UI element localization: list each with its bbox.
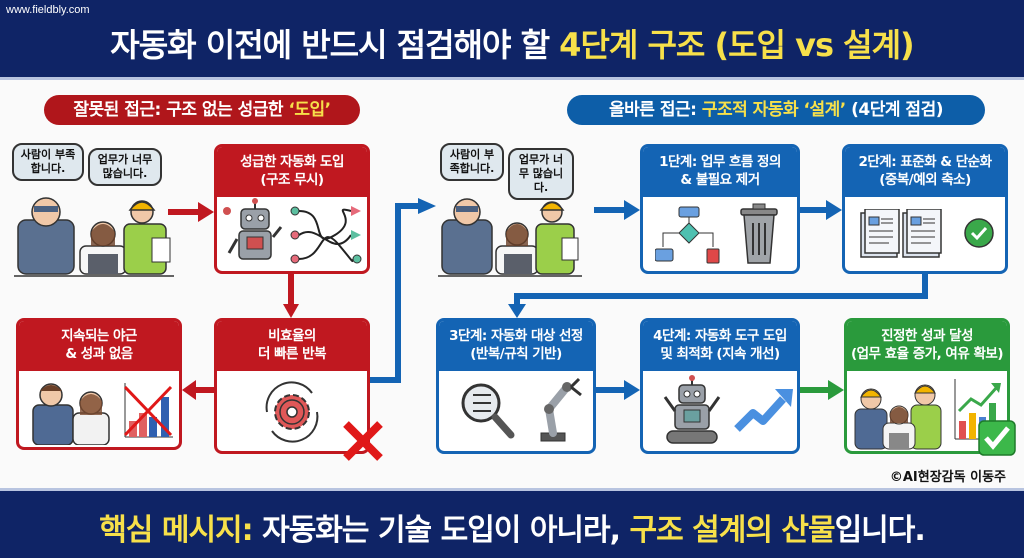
- arrow-down-red: [283, 274, 299, 318]
- trend-up-arrow-icon: [734, 389, 793, 432]
- card-subtitle: & 불필요 제거: [680, 172, 760, 188]
- happy-workers-icon: [854, 384, 942, 450]
- card-title: 진정한 성과 달성: [881, 328, 973, 344]
- robot-icon: [223, 198, 283, 260]
- card-title: 2단계: 표준화 & 단순화: [858, 154, 992, 170]
- author-credit: ©AI현장감독 이동주: [889, 470, 1006, 485]
- card-header: 1단계: 업무 흐름 정의 & 불필요 제거: [643, 147, 797, 197]
- connector-arrow-blue: [370, 198, 436, 383]
- card-header: 지속되는 야근 & 성과 없음: [19, 321, 179, 371]
- arrow-left-red: [182, 380, 216, 400]
- arrow-right-green: [800, 380, 844, 400]
- card-subtitle: (반복/규칙 기반): [470, 346, 562, 362]
- trash-icon: [740, 203, 778, 264]
- card-subtitle: 더 빠른 반복: [258, 346, 327, 362]
- key-message-highlight: 구조 설계의 산물: [629, 513, 835, 548]
- wrong-approach-label: 잘못된 접근: 구조 없는 성급한 ‘도입’: [44, 95, 360, 125]
- crossed-chart-icon: [123, 383, 173, 438]
- card-step-4: 4단계: 자동화 도구 도입 및 최적화 (지속 개선): [640, 318, 800, 454]
- right-label-suffix: (4단계 점검): [845, 100, 943, 120]
- right-approach-label: 올바른 접근: 구조적 자동화 ‘설계’ (4단계 점검): [567, 95, 985, 125]
- card-title: 3단계: 자동화 대상 선정: [449, 328, 583, 344]
- stressed-workers-icon: [32, 383, 110, 446]
- site-url: www.fieldbly.com: [6, 4, 90, 16]
- title-highlight: 4단계 구조 (도입 vs 설계): [559, 26, 915, 64]
- stressed-workers-icon: [14, 197, 174, 277]
- check-circle-icon: [964, 218, 994, 248]
- magnifier-checklist-icon: [461, 383, 515, 439]
- card-faster-inefficiency: 비효율의 더 빠른 반복: [214, 318, 370, 454]
- key-message: 핵심 메시지: 자동화는 기술 도입이 아니라, 구조 설계의 산물입니다.: [0, 505, 1024, 549]
- card-step-1: 1단계: 업무 흐름 정의 & 불필요 제거: [640, 144, 800, 274]
- robot-icon: [663, 375, 721, 444]
- card-header: 2단계: 표준화 & 단순화 (중복/예외 축소): [845, 147, 1005, 197]
- gear-cycle-icon: [265, 381, 319, 443]
- card-title: 비효율의: [268, 328, 316, 344]
- card-subtitle: (구조 무시): [260, 172, 324, 188]
- card-hasty-automation: 성급한 자동화 도입 (구조 무시): [214, 144, 370, 274]
- x-mark-icon: [343, 421, 383, 461]
- card-header: 성급한 자동화 도입 (구조 무시): [217, 147, 367, 197]
- card-ongoing-overtime: 지속되는 야근 & 성과 없음: [16, 318, 182, 450]
- title-main: 자동화 이전에 반드시 점검해야 할: [110, 26, 560, 64]
- arrow-right-blue: [594, 200, 640, 220]
- footer-banner: 핵심 메시지: 자동화는 기술 도입이 아니라, 구조 설계의 산물입니다.: [0, 488, 1024, 558]
- speech-bubble-short-staff: 사람이 부족합니다.: [12, 143, 84, 181]
- connector-arrow-blue: [508, 274, 928, 318]
- speech-bubble-short-staff-right: 사람이 부족합니다.: [440, 143, 504, 181]
- card-step-3: 3단계: 자동화 대상 선정 (반복/규칙 기반): [436, 318, 596, 454]
- right-label-prefix: 올바른 접근:: [609, 100, 702, 120]
- right-label-highlight: 구조적 자동화 ‘설계’: [701, 100, 846, 120]
- card-step-2: 2단계: 표준화 & 단순화 (중복/예외 축소): [842, 144, 1008, 274]
- card-title: 4단계: 자동화 도구 도입: [653, 328, 787, 344]
- tangled-flow-icon: [290, 206, 362, 264]
- key-message-text-1: 자동화는 기술 도입이 아니라,: [252, 513, 630, 548]
- arrow-right-blue: [596, 380, 640, 400]
- checkmark-icon: [978, 420, 1016, 456]
- speech-bubble-too-much-work-right: 업무가 너무 많습니다.: [508, 148, 574, 200]
- card-subtitle: (중복/예외 축소): [879, 172, 971, 188]
- card-subtitle: 및 최적화 (지속 개선): [660, 346, 780, 362]
- flowchart-icon: [655, 206, 720, 264]
- speech-bubble-too-much-work: 업무가 너무 많습니다.: [88, 148, 162, 186]
- key-message-label: 핵심 메시지:: [99, 513, 253, 548]
- header-banner: www.fieldbly.com 자동화 이전에 반드시 점검해야 할 4단계 …: [0, 0, 1024, 80]
- card-title: 1단계: 업무 흐름 정의: [659, 154, 781, 170]
- arrow-right-red: [168, 202, 214, 222]
- wrong-label-prefix: 잘못된 접근: 구조 없는 성급한: [73, 100, 289, 120]
- documents-icon: [860, 209, 942, 258]
- card-subtitle: & 성과 없음: [65, 346, 133, 362]
- card-header: 4단계: 자동화 도구 도입 및 최적화 (지속 개선): [643, 321, 797, 371]
- card-title: 성급한 자동화 도입: [240, 154, 344, 170]
- card-header: 진정한 성과 달성 (업무 효율 증가, 여유 확보): [847, 321, 1007, 371]
- wrong-label-highlight: ‘도입’: [288, 100, 331, 120]
- stressed-workers-icon: [438, 198, 582, 277]
- card-header: 비효율의 더 빠른 반복: [217, 321, 367, 371]
- robot-arm-icon: [540, 377, 582, 442]
- key-message-text-2: 입니다.: [834, 513, 926, 548]
- page-title: 자동화 이전에 반드시 점검해야 할 4단계 구조 (도입 vs 설계): [0, 20, 1024, 66]
- card-true-results: 진정한 성과 달성 (업무 효율 증가, 여유 확보): [844, 318, 1010, 454]
- card-subtitle: (업무 효율 증가, 여유 확보): [851, 346, 1003, 362]
- arrow-right-blue: [800, 200, 842, 220]
- card-title: 지속되는 야근: [61, 328, 137, 344]
- card-header: 3단계: 자동화 대상 선정 (반복/규칙 기반): [439, 321, 593, 371]
